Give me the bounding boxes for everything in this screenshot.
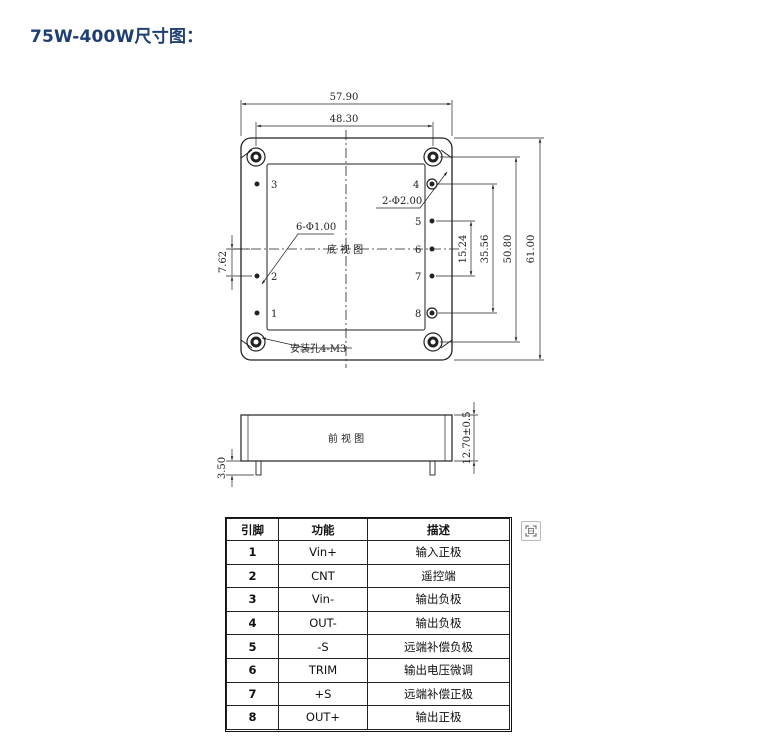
dim-inner-width: 48.30 [330, 114, 359, 125]
pin-hole-6 [429, 246, 435, 252]
callout-mount: 安装孔4-M3 [290, 342, 346, 355]
cell-function: +S [278, 681, 368, 707]
pin-label-4: 4 [413, 180, 419, 191]
pin-hole-5 [429, 218, 435, 224]
cell-desc: 远端补偿正极 [367, 681, 510, 707]
header-pin: 引脚 [226, 518, 279, 541]
callout-hole-6: 6-Φ1.00 [296, 222, 336, 233]
dim-pitch-50: 50.80 [503, 235, 514, 264]
cell-pin: 8 [226, 705, 279, 730]
pin-label-2: 2 [271, 272, 277, 283]
mount-hole-bl [246, 332, 266, 352]
scan-icon[interactable] [521, 521, 541, 541]
pin-hole-4 [426, 178, 438, 190]
header-function: 功能 [278, 518, 368, 541]
dim-pitch-35: 35.56 [480, 235, 491, 264]
pin-label-6: 6 [415, 245, 421, 256]
dim-left-762: 7.62 [218, 251, 229, 273]
cell-function: OUT- [278, 610, 368, 636]
page-title: 75W-400W尺寸图： [30, 27, 204, 47]
mount-hole-tl [246, 147, 266, 167]
cell-function: Vin- [278, 587, 368, 612]
pin-hole-1 [254, 310, 260, 316]
pin-hole-8 [426, 307, 438, 319]
mount-hole-tr [423, 147, 443, 167]
mount-hole-br [423, 332, 443, 352]
dim-overall-width: 57.90 [330, 92, 359, 103]
pin-hole-2 [254, 273, 260, 279]
cell-pin: 6 [226, 657, 279, 683]
cell-pin: 1 [226, 540, 279, 565]
cell-function: Vin+ [278, 540, 368, 565]
front-pin-left [255, 460, 262, 476]
front-view [226, 402, 478, 487]
dim-thickness: 12.70±0.5 [462, 412, 473, 465]
cell-desc: 遥控端 [367, 563, 510, 589]
dimension-drawing: 57.90 48.30 61.00 50.80 35.56 15.24 7.62… [217, 92, 544, 487]
pin-label-5: 5 [415, 217, 421, 228]
cell-desc: 输入正极 [367, 540, 510, 565]
view-label-bottom: 底 视 图 [327, 243, 363, 256]
cell-pin: 4 [226, 610, 279, 636]
table-scan-icon [525, 525, 537, 537]
cell-desc: 输出电压微调 [367, 657, 510, 683]
cell-desc: 输出负极 [367, 610, 510, 636]
cell-desc: 输出正极 [367, 705, 510, 730]
pin-label-8: 8 [415, 309, 421, 320]
header-desc: 描述 [367, 518, 510, 541]
cell-desc: 输出负极 [367, 587, 510, 612]
pin-hole-3 [254, 181, 260, 187]
cell-pin: 5 [226, 634, 279, 659]
bottom-view [226, 100, 544, 368]
cell-pin: 7 [226, 681, 279, 707]
pin-label-3: 3 [271, 180, 277, 191]
cell-pin: 2 [226, 563, 279, 589]
pin-hole-7 [429, 273, 435, 279]
cell-function: CNT [278, 563, 368, 589]
table-header-row: 引脚 功能 描述 [226, 518, 510, 541]
cell-function: TRIM [278, 657, 368, 683]
view-label-front: 前 视 图 [328, 432, 364, 445]
dim-pin-length: 3.50 [217, 457, 228, 479]
callout-hole-2: 2-Φ2.00 [382, 196, 422, 207]
cell-function: -S [278, 634, 368, 659]
front-body [240, 414, 453, 462]
dim-pitch-15: 15.24 [458, 235, 469, 264]
cell-pin: 3 [226, 587, 279, 612]
pin-label-1: 1 [271, 309, 277, 320]
front-pin-right [429, 460, 436, 476]
cell-function: OUT+ [278, 705, 368, 730]
dim-overall-height: 61.00 [526, 235, 537, 264]
pin-label-7: 7 [415, 272, 421, 283]
cell-desc: 远端补偿负极 [367, 634, 510, 659]
